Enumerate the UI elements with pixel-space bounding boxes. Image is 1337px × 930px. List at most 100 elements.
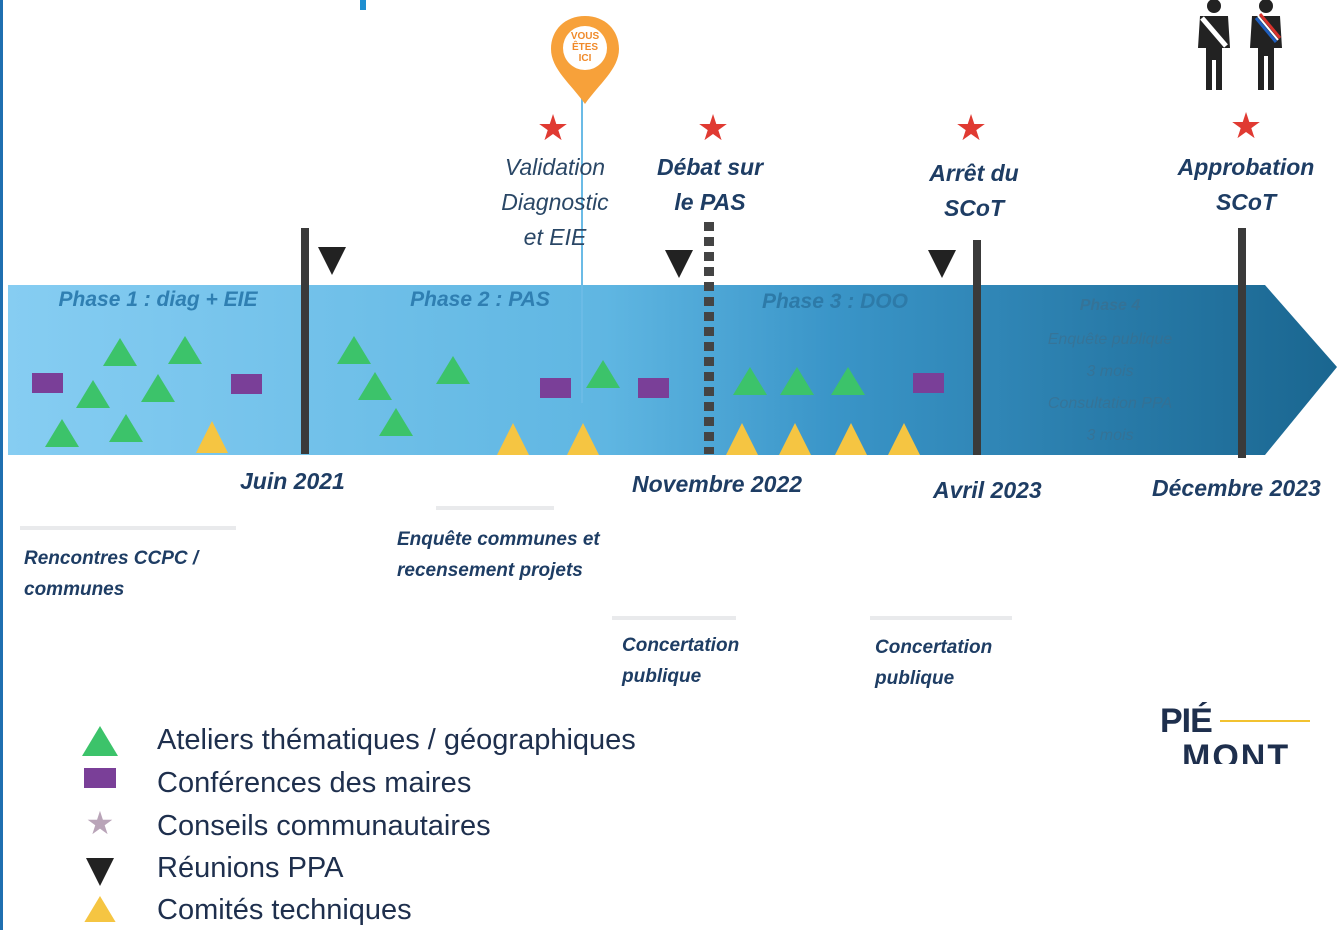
- atelier-triangle: [436, 356, 470, 384]
- note-concertation-1-line-2: publique: [622, 666, 702, 687]
- reunion-ppa-arrow: [928, 250, 956, 278]
- legend-ateliers: Ateliers thématiques / géographiques: [157, 724, 636, 756]
- conference-square: [913, 373, 944, 393]
- pin-text-line-3: ICI: [578, 53, 592, 64]
- conference-square: [231, 374, 262, 394]
- milestone-approbation: Approbation SCoT: [1160, 150, 1332, 220]
- comite-triangle: [726, 423, 758, 455]
- note-concertation-2-line-1: Concertation: [875, 637, 993, 658]
- note-rencontres-line-1: Rencontres CCPC /: [24, 548, 199, 569]
- left-border: [0, 0, 3, 930]
- phase-1-label: Phase 1 : diag + EIE: [58, 288, 258, 311]
- atelier-triangle: [103, 338, 137, 366]
- milestone-validation: Validation Diagnostic et EIE: [470, 150, 640, 255]
- milestone-validation-line-2: Diagnostic: [501, 189, 609, 215]
- top-marker: [360, 0, 366, 10]
- comite-triangle: [888, 423, 920, 455]
- note-concertation-2-line-2: publique: [875, 668, 955, 689]
- legend-star-icon: ★: [86, 804, 115, 842]
- enquete-bar: [436, 506, 554, 510]
- mayors-icon: [1198, 0, 1282, 90]
- legend-conseils: Conseils communautaires: [157, 810, 491, 842]
- phase-3-label: Phase 3 : DOO: [762, 290, 908, 313]
- milestone-debat-line-1: Débat sur: [656, 154, 764, 180]
- note-enquete: Enquête communes et recensement projets: [397, 524, 600, 586]
- note-concertation-1: Concertation publique: [622, 630, 739, 692]
- concertation-2-bar: [870, 616, 1012, 620]
- reunion-ppa-arrow: [318, 247, 346, 275]
- conference-square: [540, 378, 571, 398]
- atelier-triangle: [586, 360, 620, 388]
- star-icon: ★: [1229, 105, 1263, 146]
- comite-triangle: [196, 421, 228, 453]
- note-enquete-line-1: Enquête communes et: [397, 529, 600, 550]
- phase-4-line-4: 3 mois: [1086, 427, 1134, 444]
- atelier-triangle: [733, 367, 767, 395]
- milestone-validation-line-3: et EIE: [523, 224, 587, 250]
- note-concertation-1-line-1: Concertation: [622, 635, 740, 656]
- you-are-here-pin-icon: [551, 16, 619, 104]
- reunion-ppa-arrow: [665, 250, 693, 278]
- milestone-arret-line-2: SCoT: [943, 195, 1005, 221]
- comite-triangle: [497, 423, 529, 455]
- divider-avril-2023: [973, 240, 981, 455]
- atelier-triangle: [831, 367, 865, 395]
- milestone-debat-line-2: le PAS: [674, 189, 746, 215]
- logo: PIÉ MONT: [1158, 702, 1328, 764]
- milestone-validation-line-1: Validation: [504, 154, 606, 180]
- pin-text: VOUS ÊTES ICI: [547, 31, 623, 64]
- phase-4-line-3: Consultation PPA: [1047, 395, 1173, 412]
- phase-4-line-1: Enquête publique: [1047, 331, 1173, 348]
- logo-text-1: PIÉ: [1160, 702, 1213, 740]
- pin-text-line-2: ÊTES: [571, 42, 599, 53]
- legend-conferences: Conférences des maires: [157, 767, 472, 799]
- divider-decembre-2023: [1238, 228, 1246, 458]
- milestone-approbation-line-2: SCoT: [1215, 189, 1277, 215]
- note-enquete-line-2: recensement projets: [397, 560, 583, 581]
- legend-icons: ★: [82, 726, 118, 922]
- phase-4-line-2: 3 mois: [1086, 363, 1134, 380]
- logo-text-2: MONT: [1182, 738, 1291, 764]
- legend-comites: Comités techniques: [157, 894, 412, 926]
- atelier-triangle: [780, 367, 814, 395]
- atelier-triangle: [109, 414, 143, 442]
- comite-triangle: [835, 423, 867, 455]
- comite-triangle: [779, 423, 811, 455]
- conference-square: [638, 378, 669, 398]
- milestone-debat: Débat sur le PAS: [630, 150, 790, 220]
- divider-juin-2021: [301, 228, 309, 454]
- legend-reunions: Réunions PPA: [157, 852, 344, 884]
- logo-underline: [1220, 720, 1310, 722]
- milestone-arret-line-1: Arrêt du: [929, 160, 1019, 186]
- note-rencontres-line-2: communes: [24, 579, 125, 600]
- atelier-triangle: [141, 374, 175, 402]
- date-juin-2021: Juin 2021: [240, 468, 345, 494]
- divider-novembre-2022: [704, 222, 714, 454]
- star-icon: ★: [696, 107, 730, 148]
- pin-text-line-1: VOUS: [570, 31, 600, 42]
- legend-arrow-down-icon: [86, 858, 114, 886]
- conference-square: [32, 373, 63, 393]
- date-avril-2023: Avril 2023: [933, 477, 1042, 503]
- atelier-triangle: [45, 419, 79, 447]
- star-icon: ★: [954, 107, 988, 148]
- comite-triangle: [567, 423, 599, 455]
- date-novembre-2022: Novembre 2022: [632, 471, 803, 497]
- milestone-approbation-line-1: Approbation: [1177, 154, 1315, 180]
- atelier-triangle: [358, 372, 392, 400]
- atelier-triangle: [168, 336, 202, 364]
- timeline-band: [8, 285, 1337, 455]
- legend-triangle-green-icon: [82, 726, 118, 756]
- star-icon: ★: [536, 107, 570, 148]
- atelier-triangle: [379, 408, 413, 436]
- concertation-1-bar: [612, 616, 736, 620]
- milestone-arret: Arrêt du SCoT: [900, 156, 1048, 226]
- note-rencontres: Rencontres CCPC / communes: [24, 543, 198, 605]
- phase-2-label: Phase 2 : PAS: [410, 288, 550, 311]
- phase-4-title: Phase 4: [1079, 297, 1141, 314]
- legend-triangle-yellow-icon: [84, 896, 116, 922]
- current-position-line: [581, 95, 583, 403]
- note-concertation-2: Concertation publique: [875, 632, 992, 694]
- atelier-triangle: [76, 380, 110, 408]
